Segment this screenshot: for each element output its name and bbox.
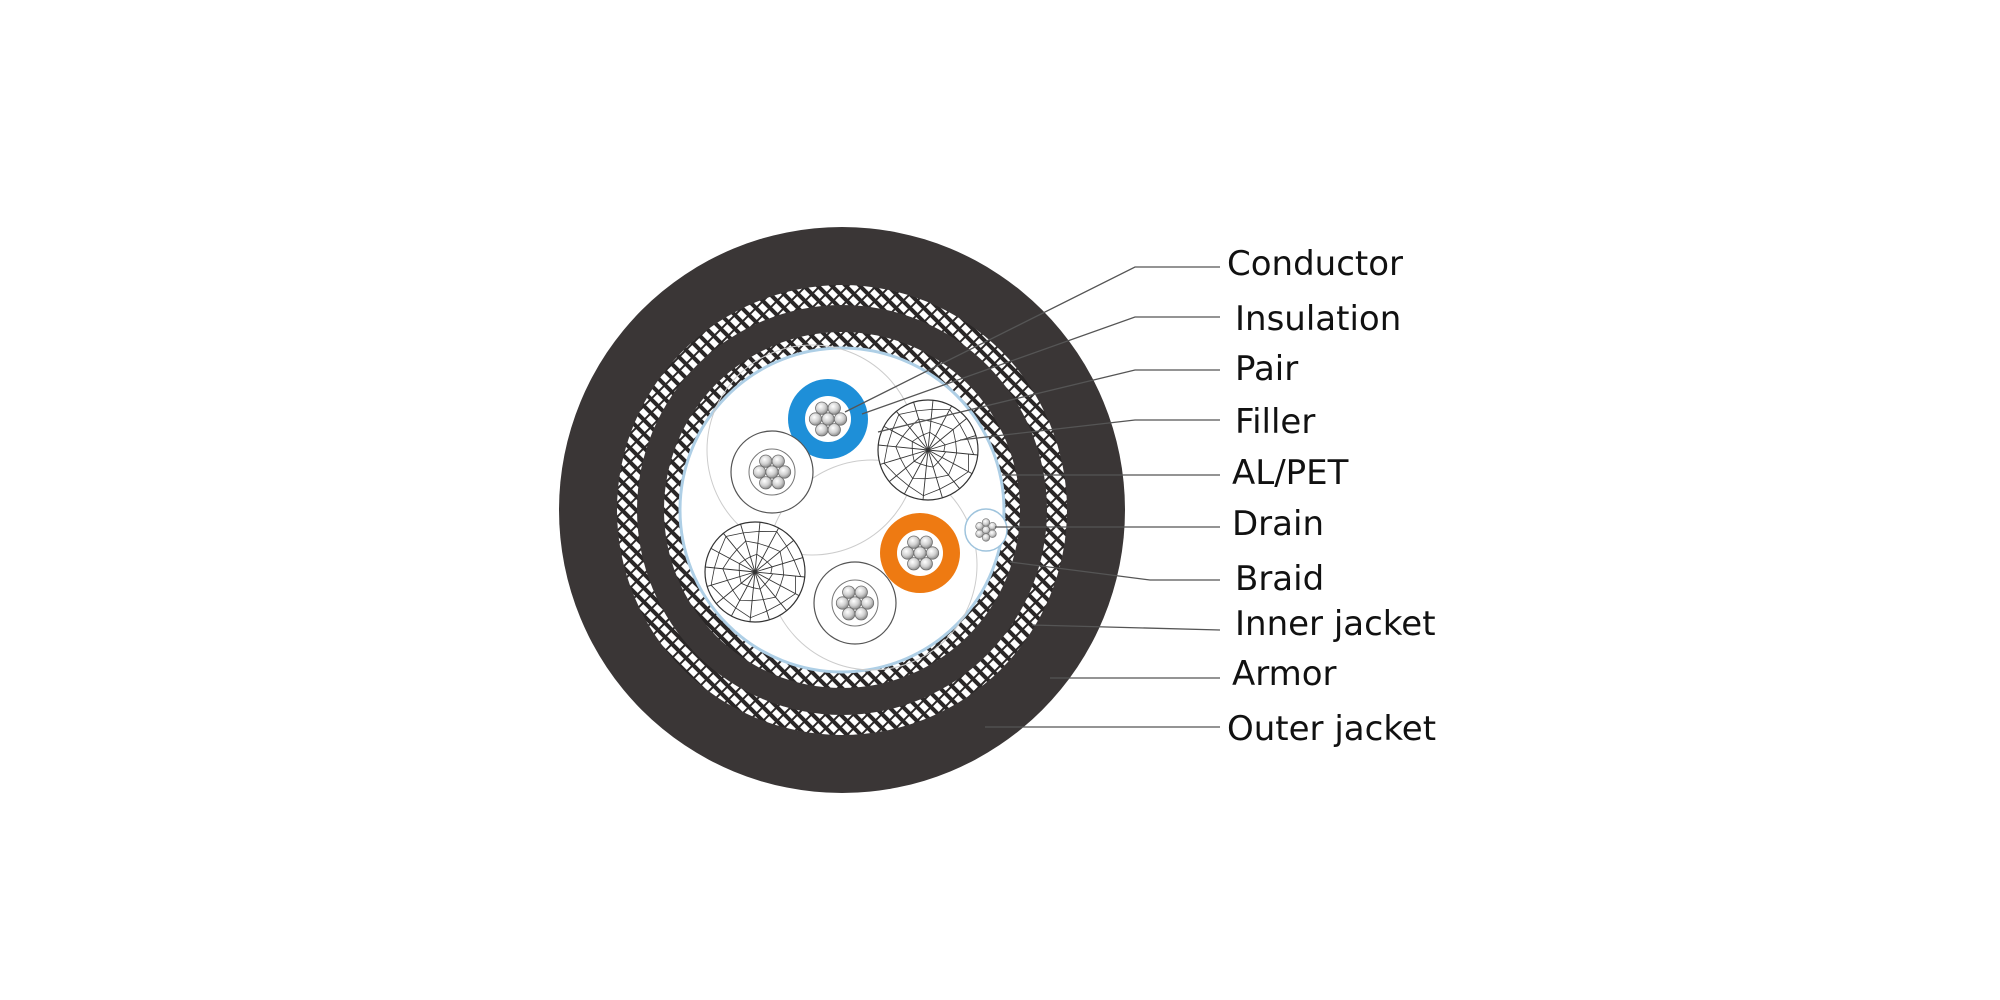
drain-strand xyxy=(975,522,984,531)
conductor-strand xyxy=(827,423,841,437)
leader-line-filler xyxy=(959,419,1220,441)
drain-strand xyxy=(981,533,991,542)
conductor-strand xyxy=(919,535,933,549)
label-insulation: Insulation xyxy=(1235,299,1401,339)
label-filler: Filler xyxy=(1235,402,1315,442)
leader-line-conductor xyxy=(844,266,1220,413)
leader-line-pair xyxy=(877,369,1220,433)
conductor-strand xyxy=(759,476,773,490)
conductor-strand xyxy=(913,546,927,560)
conductor-strand xyxy=(907,535,921,549)
conductor-strand xyxy=(815,401,829,415)
white-insulated-conductor xyxy=(730,430,814,514)
conductor-strand xyxy=(907,557,921,571)
conductor-strand xyxy=(815,423,829,437)
orange-insulated-conductor xyxy=(880,513,960,593)
conductor-strand xyxy=(771,476,785,490)
label-inner-jacket: Inner jacket xyxy=(1235,604,1436,644)
conductor-strand xyxy=(808,412,823,426)
drain-strand xyxy=(988,522,997,531)
label-conductor: Conductor xyxy=(1227,244,1403,284)
conductor-strand xyxy=(835,596,850,610)
filler-lower xyxy=(704,521,806,623)
leader-line-braid xyxy=(1009,561,1220,581)
label-drain: Drain xyxy=(1232,504,1324,544)
leader-line-inner-jacket xyxy=(1031,624,1221,631)
filler-upper xyxy=(877,399,979,501)
conductor-strand xyxy=(771,454,785,468)
drain-strand xyxy=(975,529,984,538)
label-pair: Pair xyxy=(1235,349,1298,389)
conductor-strand xyxy=(925,546,940,560)
label-armor: Armor xyxy=(1232,654,1337,694)
conductor-strand xyxy=(900,546,915,560)
conductor-strand xyxy=(777,465,792,479)
conductor-strand xyxy=(821,412,835,426)
conductor-strand xyxy=(854,585,868,599)
conductor-strand xyxy=(833,412,848,426)
leader-line-insulation xyxy=(861,316,1220,415)
conductor-strand xyxy=(860,596,875,610)
conductor-strand xyxy=(752,465,767,479)
conductor-strand xyxy=(759,454,773,468)
label-al-pet: AL/PET xyxy=(1232,453,1349,493)
blue-insulated-conductor xyxy=(788,379,868,459)
label-braid: Braid xyxy=(1235,559,1324,599)
conductor-strand xyxy=(919,557,933,571)
conductor-strand xyxy=(842,585,856,599)
label-outer-jacket: Outer jacket xyxy=(1227,709,1436,749)
conductor-strand xyxy=(842,607,856,621)
conductor-strand xyxy=(827,401,841,415)
conductor-strand xyxy=(848,596,862,610)
conductor-strand xyxy=(854,607,868,621)
drain-wire xyxy=(964,508,1008,552)
drain-strand xyxy=(981,518,991,527)
conductor-strand xyxy=(765,465,779,479)
white-insulated-conductor xyxy=(813,561,897,645)
